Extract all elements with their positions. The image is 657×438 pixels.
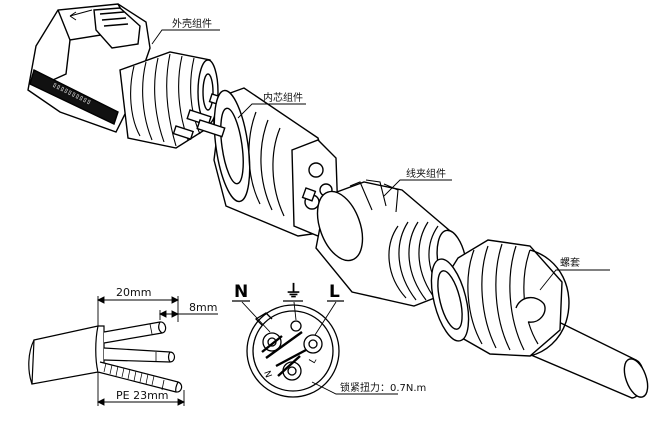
cable-end-drawing [28,321,183,393]
dimension-lines [96,296,218,406]
torque-callout: 锁紧扭力：0.7N.m [340,381,426,394]
terminal-face-drawing: N L [241,301,398,398]
callout-shell: 外壳组件 [172,17,212,30]
sealing-nut-drawing [430,239,649,399]
callout-clamp: 线夹组件 [406,167,446,180]
outer-shell-drawing: ▯▯▯▯▯▯▯▯▯▯ [27,3,229,149]
terminal-label-line: L [329,282,340,302]
dim-pe-strip: PE 23mm [116,389,169,402]
terminal-label-earth: ⏚ [285,282,302,302]
svg-text:N: N [261,370,273,380]
callout-nut: 螺套 [560,256,580,269]
terminal-label-neutral: N [234,282,248,302]
callout-core: 内芯组件 [263,91,303,104]
dim-outer-strip: 20mm [116,286,151,299]
svg-text:L: L [308,356,319,365]
dim-inner-strip: 8mm [189,301,217,314]
